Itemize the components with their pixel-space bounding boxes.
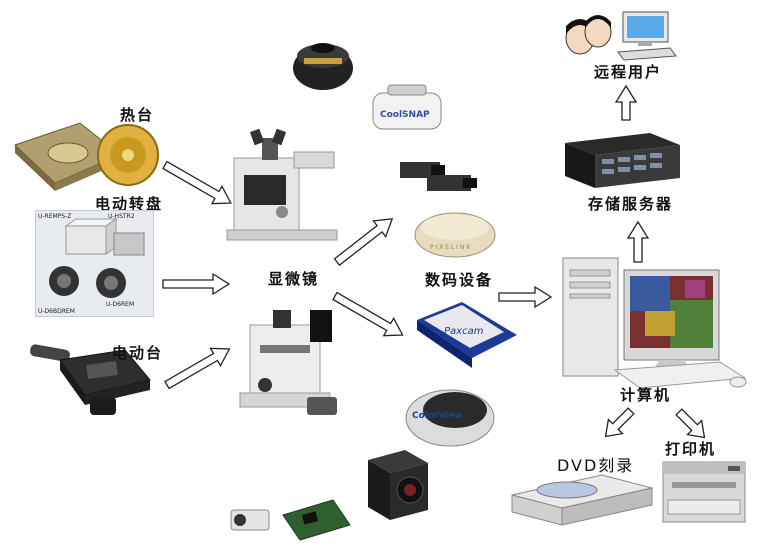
part-d6rem-label: U-D6REM — [106, 301, 135, 308]
motor-turret-label: 电动转盘 — [95, 195, 164, 213]
pixelink-camera-image: P I X E L I N K — [414, 212, 496, 258]
arrow-microscope-to-cameras — [333, 218, 394, 267]
computer-label: 计算机 — [620, 386, 672, 404]
microscope-label: 显微镜 — [268, 270, 320, 288]
paxcam-device-image: Paxcam — [417, 302, 517, 368]
hot-stage-label: 热台 — [120, 106, 155, 124]
microscope-bottom-image — [239, 310, 337, 415]
remote-users-label: 远程用户 — [594, 63, 663, 81]
part-d6bdrem-label: U-D6BDREM — [38, 308, 75, 315]
arrow-hotstage-to-microscope — [162, 160, 232, 205]
olympus-camera-image — [293, 43, 353, 90]
motor-turret-image: U-REMPS-Z U-HSTR2 U-D6REM U-D6BDREM — [35, 210, 154, 317]
microscope-top-image — [226, 128, 338, 241]
black-camera-image — [368, 450, 428, 520]
arrow-computer-to-printer — [675, 408, 706, 439]
coolsnap-brand: CoolSNAP — [380, 110, 430, 120]
paxcam-brand: Paxcam — [444, 326, 484, 337]
digital-devices-label: 数码设备 — [425, 271, 494, 289]
dvd-burner-image — [511, 474, 653, 526]
arrow-computer-to-storage — [626, 220, 650, 263]
part-remps-label: U-REMPS-Z — [38, 213, 72, 220]
printer-label: 打印机 — [665, 440, 717, 458]
hot-stage-image — [14, 122, 159, 191]
part-hstr-label: U-HSTR2 — [108, 213, 135, 220]
coolsnap-camera-image: CoolSNAP — [372, 84, 442, 130]
storage-server-label: 存储服务器 — [588, 195, 674, 213]
colorview-camera-image: ColorView — [405, 389, 495, 447]
dvd-burner-label: DVD刻录 — [557, 456, 635, 475]
pixelink-brand: P I X E L I N K — [430, 244, 471, 251]
arrow-turret-to-microscope — [162, 272, 231, 296]
printer-image — [662, 461, 746, 523]
storage-server-image — [565, 133, 680, 188]
motor-stage-label: 电动台 — [112, 344, 164, 362]
arrow-storage-to-remote — [614, 84, 638, 121]
capture-card-image — [230, 499, 351, 541]
arrow-computer-to-dvd — [604, 407, 635, 438]
small-cameras-image — [400, 162, 477, 191]
computer-image — [562, 257, 747, 389]
arrow-microscope-to-lower-devices — [332, 291, 404, 337]
arrow-devices-to-computer — [498, 285, 553, 309]
arrow-stage-to-microscope — [164, 347, 231, 390]
colorview-brand: ColorView — [412, 411, 463, 421]
motor-stage-image — [30, 344, 151, 415]
remote-users-image — [565, 11, 677, 61]
